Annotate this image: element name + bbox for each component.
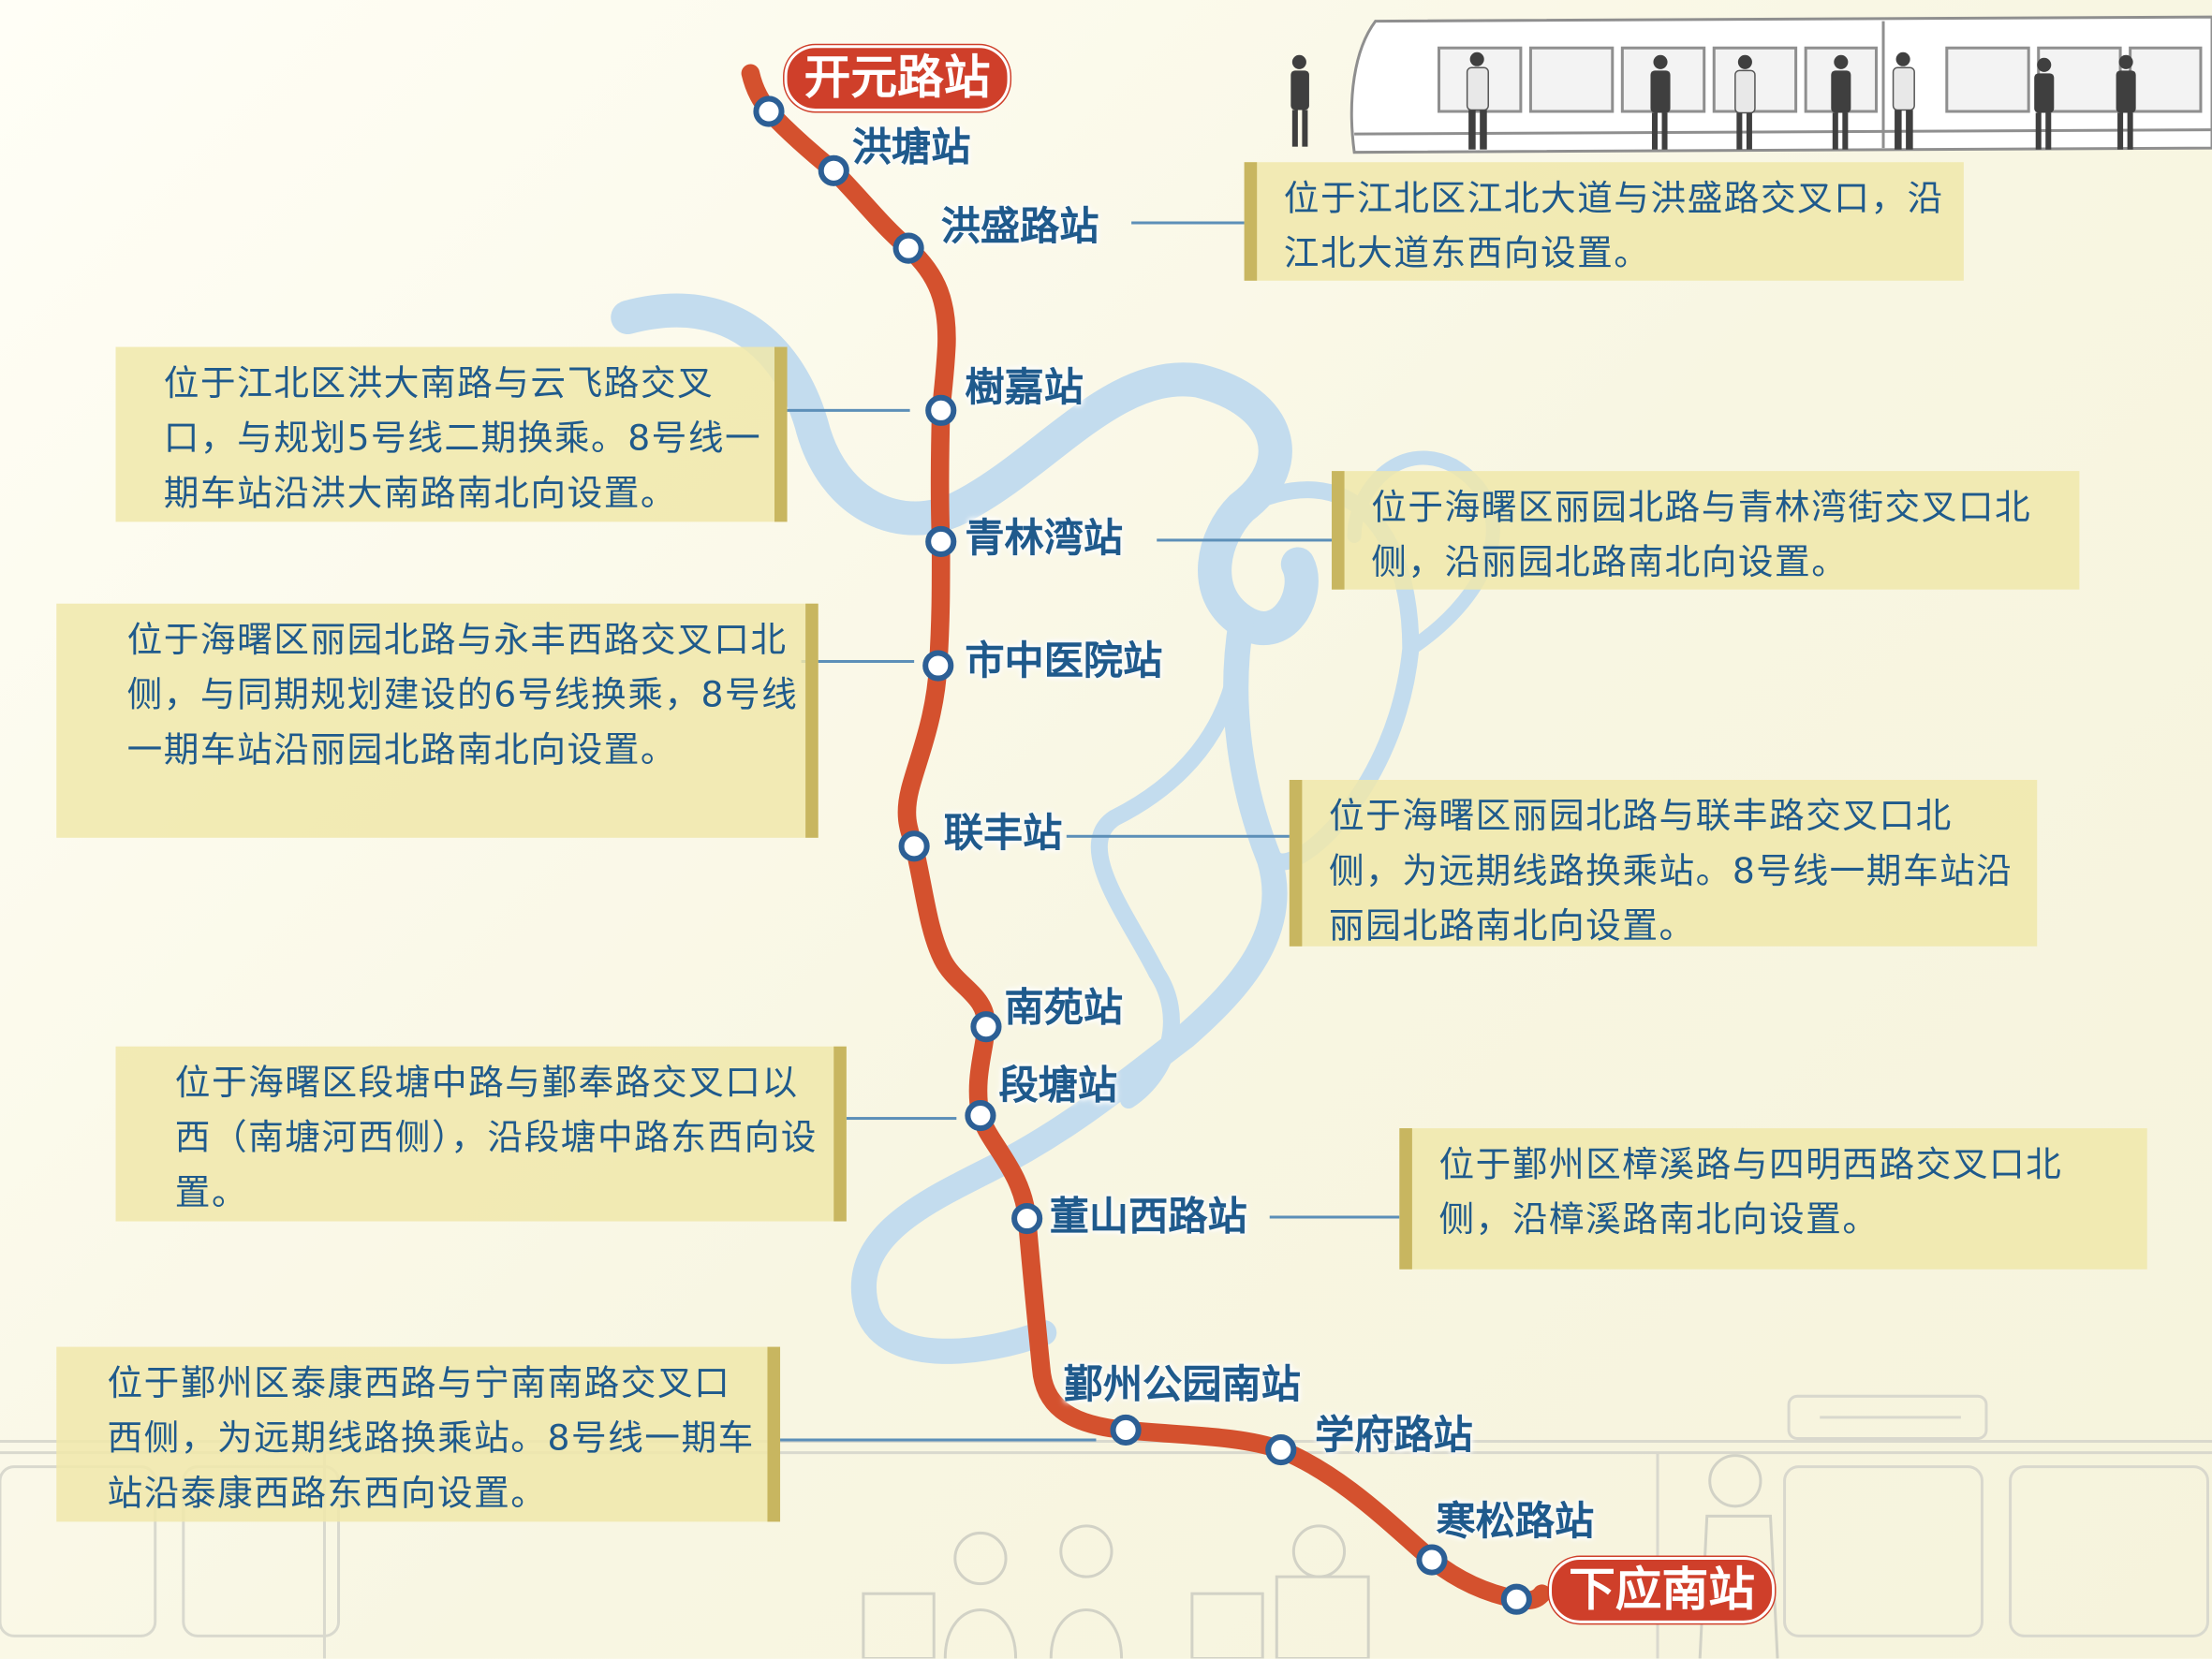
station-label-zhongyiyuan: 市中医院站 — [965, 637, 1163, 684]
station-label-qinglinwan: 青林湾站 — [965, 514, 1124, 562]
station-marker-xiayingnan — [1500, 1583, 1532, 1615]
leader-line — [801, 659, 915, 663]
station-marker-kaiyuanlu — [753, 95, 785, 127]
station-marker-nanyuan — [970, 1011, 1002, 1043]
station-marker-zhongyiyuan — [922, 650, 954, 682]
station-marker-hansonglu — [1416, 1544, 1448, 1576]
station-label-yinzhougongyuannan: 鄞州公园南站 — [1063, 1360, 1301, 1408]
river-main — [611, 293, 1319, 645]
station-label-lianfeng: 联丰站 — [943, 809, 1063, 857]
station-label-hongtang: 洪塘站 — [851, 124, 971, 171]
station-markers — [753, 95, 1532, 1615]
station-marker-shujia — [925, 394, 957, 426]
leader-line — [778, 1438, 1097, 1442]
leader-line — [846, 1117, 957, 1121]
station-marker-jinshanxilu — [1011, 1202, 1043, 1235]
river-south-branch — [850, 608, 1288, 1364]
terminal-south: 下应南站 — [1549, 1557, 1776, 1623]
note-shujia: 位于江北区洪大南路与云飞路交叉口，与规划5号线二期换乘。8号线一期车站沿洪大南路… — [115, 346, 788, 522]
station-label-xuefulu: 学府路站 — [1314, 1411, 1473, 1459]
station-label-jinshanxilu: 董山西路站 — [1049, 1193, 1247, 1241]
station-marker-duantang — [965, 1099, 996, 1132]
tram-illustration — [1349, 15, 2212, 154]
leader-line — [780, 408, 910, 412]
station-marker-qinglinwan — [925, 525, 957, 558]
note-lianfeng: 位于海曙区丽园北路与联丰路交叉口北侧，为远期线路换乘站。8号线一期车站沿丽园北路… — [1289, 780, 2038, 947]
station-marker-hongshenglu — [892, 232, 924, 264]
station-label-hongshenglu: 洪盛路站 — [940, 202, 1099, 250]
note-hongshenglu: 位于江北区江北大道与洪盛路交叉口，沿江北大道东西向设置。 — [1244, 162, 1964, 281]
station-marker-xuefulu — [1265, 1433, 1297, 1466]
station-marker-lianfeng — [898, 830, 930, 862]
leader-line — [1066, 834, 1301, 838]
leader-line — [1157, 538, 1338, 542]
note-yinzhougongyuannan: 位于鄞州区泰康西路与宁南南路交叉口西侧，为远期线路换乘站。8号线一期车站沿泰康西… — [56, 1346, 781, 1522]
note-zhongyiyuan: 位于海曙区丽园北路与永丰西路交叉口北侧，与同期规划建设的6号线换乘，8号线一期车… — [56, 603, 818, 838]
leader-line — [1131, 221, 1256, 225]
station-label-shujia: 樹嘉站 — [965, 363, 1084, 411]
note-jinshanxilu: 位于鄞州区樟溪路与四明西路交叉口北侧，沿樟溪路南北向设置。 — [1399, 1128, 2147, 1270]
river-west-loop — [1090, 611, 1250, 1109]
station-label-hansonglu: 寒松路站 — [1436, 1497, 1595, 1545]
passenger-figures — [1290, 51, 2136, 150]
station-marker-hongtang — [818, 154, 849, 186]
station-label-duantang: 段塘站 — [998, 1062, 1118, 1109]
station-label-nanyuan: 南苑站 — [1004, 984, 1124, 1032]
leader-line — [1269, 1215, 1400, 1219]
station-marker-yinzhougongyuannan — [1110, 1414, 1142, 1446]
note-qinglinwan: 位于海曙区丽园北路与青林湾街交叉口北侧，沿丽园北路南北向设置。 — [1332, 471, 2080, 590]
terminal-north: 开元路站 — [784, 45, 1010, 112]
note-duantang: 位于海曙区段塘中路与鄞奉路交叉口以西（南塘河西侧），沿段塘中路东西向设置。 — [115, 1046, 847, 1222]
